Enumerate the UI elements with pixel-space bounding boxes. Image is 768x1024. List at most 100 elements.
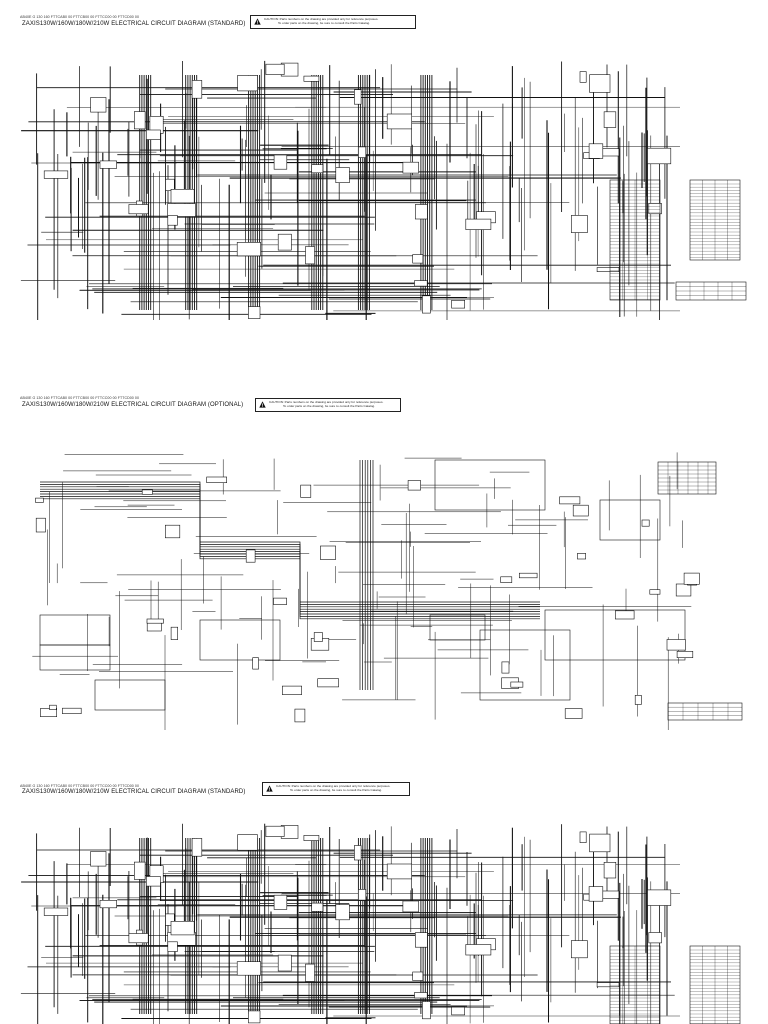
component-box	[305, 963, 315, 982]
component-box	[236, 242, 261, 257]
component-box	[43, 170, 69, 179]
component-box	[248, 306, 261, 319]
harness-wire	[40, 484, 540, 605]
component-box	[414, 932, 428, 948]
warning-triangle-icon	[259, 401, 266, 408]
component-box	[43, 907, 69, 916]
component-box	[236, 961, 261, 976]
circuit-drawing	[32, 452, 743, 730]
component-box	[265, 825, 285, 837]
component-box	[577, 553, 587, 560]
component-box	[414, 280, 428, 287]
component-box	[62, 707, 82, 715]
component-box	[603, 862, 617, 879]
component-box	[165, 178, 175, 191]
component-box	[500, 576, 513, 583]
component-box	[683, 572, 700, 585]
component-box	[128, 933, 149, 944]
component-box	[614, 610, 635, 620]
caution-note: CAUTION: Parts numbers on the drawing ar…	[250, 15, 416, 29]
caution-text-line2: To order parts on the drawing, be sure t…	[283, 404, 376, 408]
harness-wire	[40, 481, 540, 603]
component-box	[35, 497, 44, 503]
sheet-title: ZAXIS130W/160W/180W/210W ELECTRICAL CIRC…	[22, 21, 246, 27]
component-box	[402, 900, 419, 913]
caution-text-line1: CAUTION: Parts numbers on the drawing ar…	[264, 17, 379, 21]
component-box	[281, 685, 302, 695]
component-group	[35, 459, 700, 723]
component-box	[90, 851, 107, 867]
diagram-sheet-standard-repeat: AB40E G 130 160 FTTCAB0 00 FTTCB00 00 FT…	[0, 778, 768, 1024]
component-box	[412, 971, 424, 981]
circuit-drawing	[20, 60, 747, 320]
component-box	[675, 583, 692, 597]
component-box	[559, 496, 581, 505]
component-box	[273, 597, 287, 605]
component-box	[600, 148, 620, 157]
module-frame	[599, 499, 661, 541]
component-box	[265, 63, 285, 75]
component-box	[335, 167, 350, 183]
component-box	[248, 1010, 261, 1024]
component-box	[170, 921, 195, 936]
module-frame	[479, 629, 571, 701]
harness-wire	[40, 491, 540, 612]
component-box	[317, 678, 339, 688]
component-box	[206, 476, 227, 483]
module-frame	[429, 614, 486, 641]
component-box	[518, 572, 538, 579]
component-box	[596, 982, 620, 988]
component-box	[141, 489, 153, 495]
module-frame	[199, 619, 281, 661]
module-frame	[39, 614, 111, 646]
component-box	[146, 129, 161, 140]
legend-table	[675, 281, 747, 301]
component-box	[303, 835, 320, 841]
harness-wire	[40, 488, 540, 610]
component-box	[358, 889, 367, 901]
component-box	[191, 80, 203, 99]
component-box	[579, 71, 587, 83]
component-box	[402, 161, 419, 174]
sheet-code: AB40E G 130 160 FTTCAB0 00 FTTCB00 00 FT…	[20, 15, 139, 19]
caution-note: CAUTION: Parts numbers on the drawing ar…	[262, 782, 410, 796]
component-box	[648, 203, 662, 215]
component-box	[300, 484, 312, 498]
sheet-code: AB40E G 130 160 FTTCAB0 00 FTTCB00 00 FT…	[20, 396, 139, 400]
component-box	[40, 708, 58, 717]
component-box	[564, 708, 583, 719]
harness-wire	[40, 486, 540, 608]
component-box	[311, 164, 324, 174]
component-box	[647, 147, 672, 165]
component-box	[422, 295, 431, 314]
component-box	[134, 861, 146, 880]
component-box	[191, 838, 203, 857]
caution-text-line1: CAUTION: Parts numbers on the drawing ar…	[269, 400, 384, 404]
component-box	[165, 524, 181, 539]
component-box	[589, 833, 611, 853]
component-box	[237, 834, 258, 851]
component-box	[676, 650, 694, 658]
component-box	[465, 218, 492, 230]
component-box	[414, 204, 428, 220]
wire-bundle	[20, 823, 680, 1024]
wire-bundle	[32, 452, 692, 730]
component-box	[465, 944, 492, 956]
component-box	[407, 480, 421, 491]
component-group	[43, 825, 672, 1024]
sheet-title: ZAXIS130W/160W/180W/210W ELECTRICAL CIRC…	[22, 402, 244, 408]
module-frame	[94, 679, 166, 711]
component-box	[600, 890, 620, 899]
component-box	[99, 900, 117, 909]
component-box	[165, 913, 175, 926]
component-box	[451, 1006, 466, 1016]
component-box	[303, 75, 320, 82]
component-box	[648, 932, 662, 944]
warning-triangle-icon	[266, 785, 273, 792]
component-box	[99, 160, 117, 169]
component-box	[647, 889, 672, 906]
component-box	[313, 632, 323, 642]
component-box	[146, 876, 161, 887]
component-box	[320, 545, 336, 560]
component-box	[128, 204, 149, 215]
